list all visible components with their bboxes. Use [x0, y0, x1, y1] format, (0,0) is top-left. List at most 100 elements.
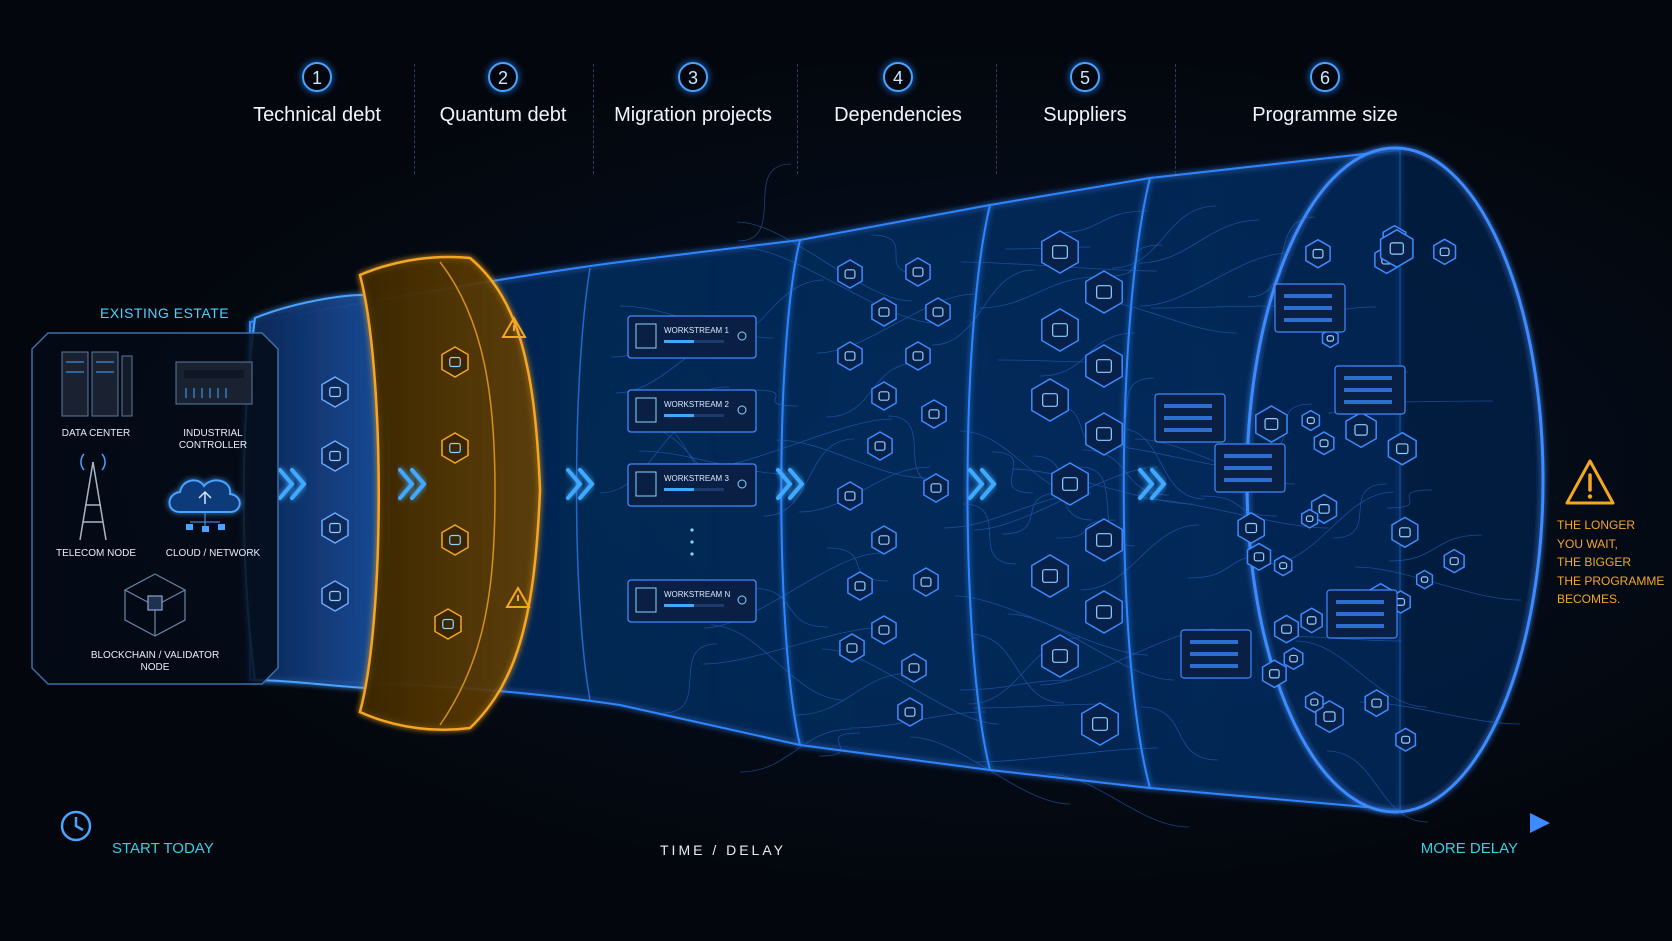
network-link: [1247, 216, 1316, 298]
network-link: [969, 633, 1065, 704]
dependency-node-icon: [871, 525, 897, 555]
programme-node-icon: [1387, 431, 1417, 466]
network-link: [775, 439, 927, 479]
network-link: [973, 703, 1109, 709]
step-separator: [1175, 64, 1176, 174]
network-link: [737, 163, 792, 242]
timeline-arrowhead: [1530, 813, 1550, 833]
programme-node-icon: [1395, 727, 1417, 752]
network-link: [1295, 640, 1428, 708]
supplier-node-icon: [1041, 308, 1079, 352]
supplier-node-icon: [1051, 462, 1089, 506]
network-link: [763, 438, 855, 517]
warning-line: YOU WAIT,: [1557, 536, 1618, 551]
warning-message: THE LONGER YOU WAIT, THE BIGGER THE PROG…: [1557, 516, 1667, 609]
step-label: Programme size: [1252, 104, 1398, 126]
network-link: [991, 451, 1034, 494]
programme-node-icon: [1255, 405, 1288, 443]
supplier-node-icon: [1041, 634, 1079, 678]
estate-label-industrial-controller: INDUSTRIAL CONTROLLER: [178, 428, 248, 451]
warning-icon: [1565, 459, 1615, 505]
supplier-nodes: [1031, 230, 1123, 746]
warning-icon: [441, 432, 469, 464]
network-link: [954, 595, 1149, 656]
antenna-tower-icon: [79, 453, 107, 541]
dependency-node-icon: [925, 297, 951, 327]
step-separator: [996, 64, 997, 174]
estate-title: EXISTING ESTATE: [100, 305, 230, 321]
ellipsis-dot: [690, 552, 694, 556]
programme-node-icon: [1443, 548, 1465, 574]
programme-card: [1154, 393, 1226, 443]
document-icon: [321, 580, 349, 612]
network-link: [909, 736, 1071, 805]
programme-node-icon: [1273, 554, 1293, 577]
programme-node-icon: [1364, 689, 1389, 718]
programme-nodes: [1154, 224, 1465, 752]
database-icon: [441, 524, 469, 556]
network-link: [978, 276, 1098, 309]
workstream-label: WORKSTREAM 3: [664, 474, 729, 483]
programme-node-icon: [1321, 328, 1339, 349]
supplier-node-icon: [1085, 344, 1123, 388]
workstream-card: WORKSTREAM 3: [627, 463, 757, 507]
step-number: 3: [678, 62, 708, 92]
network-link: [1326, 750, 1429, 823]
network-link: [1111, 205, 1217, 269]
dependency-node-icon: [837, 481, 863, 511]
warning-line: THE BIGGER: [1557, 555, 1632, 569]
programme-node-icon: [1300, 607, 1323, 634]
programme-node-icon: [1273, 614, 1300, 644]
warning-line: THE LONGER: [1557, 518, 1636, 532]
supplier-node-icon: [1085, 270, 1123, 314]
network-link: [1354, 566, 1522, 601]
network-link: [702, 626, 887, 665]
step-separator: [593, 64, 594, 174]
network-link: [1046, 773, 1190, 828]
step-dependencies: 4 Dependencies: [798, 62, 998, 127]
programme-node-icon: [1305, 238, 1331, 269]
network-link: [703, 552, 882, 629]
dependency-node-icon: [905, 257, 931, 287]
step-quantum-debt: 2 Quantum debt: [403, 62, 603, 127]
network-link: [826, 547, 889, 582]
network-link: [1107, 244, 1163, 277]
clock-hands: [74, 817, 84, 832]
estate-panel: [31, 332, 279, 685]
supplier-node-icon: [1085, 518, 1123, 562]
ring-dependencies: [780, 239, 801, 746]
programme-node-icon: [1300, 508, 1319, 529]
estate-label-blockchain: BLOCKCHAIN / VALIDATOR NODE: [90, 650, 220, 673]
timeline-end-label: MORE DELAY: [1420, 840, 1518, 857]
programme-node-icon: [1313, 431, 1335, 456]
step-number: 2: [488, 62, 518, 92]
quantum-debt-icons: [434, 316, 531, 640]
chevron-right-icon: [566, 468, 595, 500]
chevron-right-icon: [968, 468, 997, 500]
shield-icon: [321, 376, 349, 408]
supplier-node-icon: [1031, 378, 1069, 422]
chevron-right-icon: [398, 468, 427, 500]
network-link: [1054, 210, 1148, 234]
warning-line: THE PROGRAMME: [1557, 573, 1665, 588]
step-migration-projects: 3 Migration projects: [593, 62, 793, 127]
dependency-node-icon: [871, 297, 897, 327]
dependency-node-icon: [871, 615, 897, 645]
step-number: 5: [1070, 62, 1100, 92]
ring-programme: [1122, 177, 1151, 789]
database-icon: [441, 346, 469, 378]
chevron-right-icon: [278, 468, 307, 500]
programme-card: [1326, 589, 1398, 639]
workstream-card: WORKSTREAM 1: [627, 315, 757, 359]
network-link: [709, 624, 845, 701]
quantum-debt-ring-inner: [439, 261, 496, 726]
dependency-node-icon: [837, 259, 863, 289]
network-link: [959, 679, 1073, 691]
network-link: [1080, 524, 1200, 591]
dependency-node-icon: [901, 653, 927, 683]
programme-node-icon: [1301, 409, 1321, 432]
programme-card: [1180, 629, 1252, 679]
network-link: [739, 728, 852, 773]
